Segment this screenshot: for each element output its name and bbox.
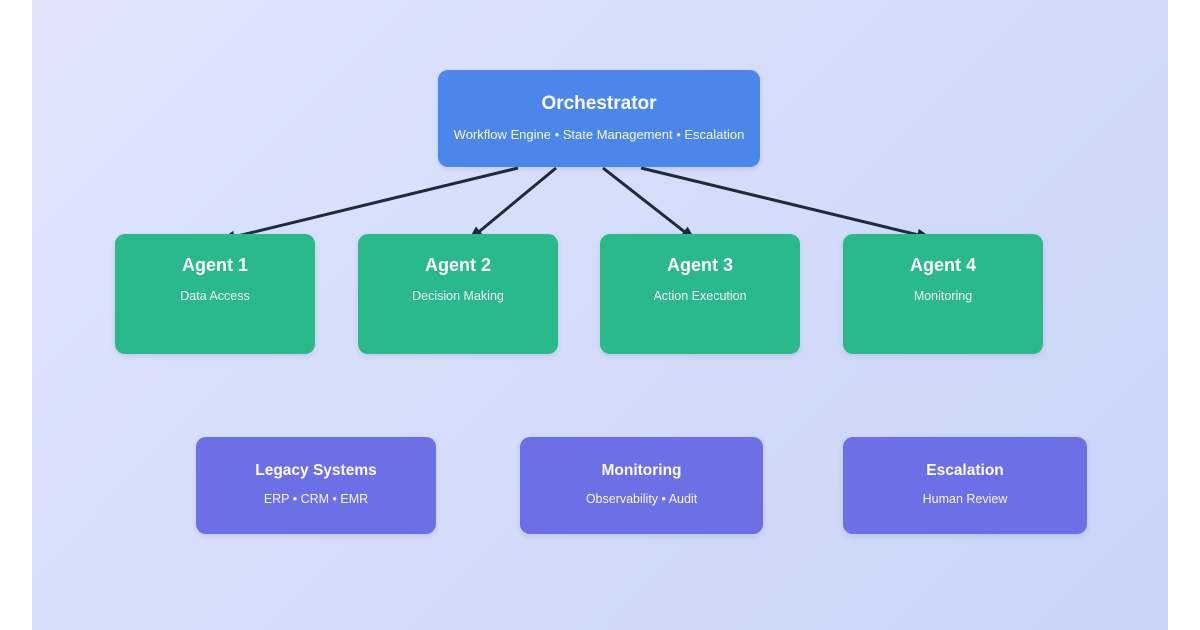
agent-1-node: Agent 1 Data Access [115,234,315,354]
monitoring-node: Monitoring Observability • Audit [520,437,763,534]
agent-1-subtitle: Data Access [180,289,250,303]
agent-4-node: Agent 4 Monitoring [843,234,1043,354]
monitoring-subtitle: Observability • Audit [585,492,698,506]
agent-4-subtitle: Monitoring [913,289,973,303]
escalation-node: Escalation Human Review [843,437,1087,534]
orchestrator-title: Orchestrator [541,93,657,114]
arrow-orchestrator-to-agent-2 [468,166,557,242]
escalation-subtitle: Human Review [922,492,1008,506]
orchestrator-subtitle: Workflow Engine • State Management • Esc… [453,127,745,142]
escalation-title: Escalation [926,462,1004,479]
agent-3-title: Agent 3 [666,255,733,275]
legacy-systems-node: Legacy Systems ERP • CRM • EMR [196,437,436,534]
agent-2-title: Agent 2 [424,255,491,275]
agent-4-title: Agent 4 [909,255,976,275]
agent-3-subtitle: Action Execution [653,289,747,303]
agent-2-node: Agent 2 Decision Making [358,234,558,354]
agent-2-subtitle: Decision Making [412,289,504,303]
orchestrator-node: Orchestrator Workflow Engine • State Man… [438,70,760,167]
agent-3-node: Agent 3 Action Execution [600,234,800,354]
arrow-orchestrator-to-agent-3 [602,166,696,242]
arrow-orchestrator-to-agent-4 [640,166,932,241]
legacy-systems-subtitle: ERP • CRM • EMR [263,492,369,506]
agent-1-title: Agent 1 [181,255,248,275]
monitoring-title: Monitoring [601,462,682,479]
diagram-canvas: Orchestrator Workflow Engine • State Man… [32,0,1168,630]
arrow-orchestrator-to-agent-1 [220,166,519,243]
legacy-systems-title: Legacy Systems [255,462,377,479]
